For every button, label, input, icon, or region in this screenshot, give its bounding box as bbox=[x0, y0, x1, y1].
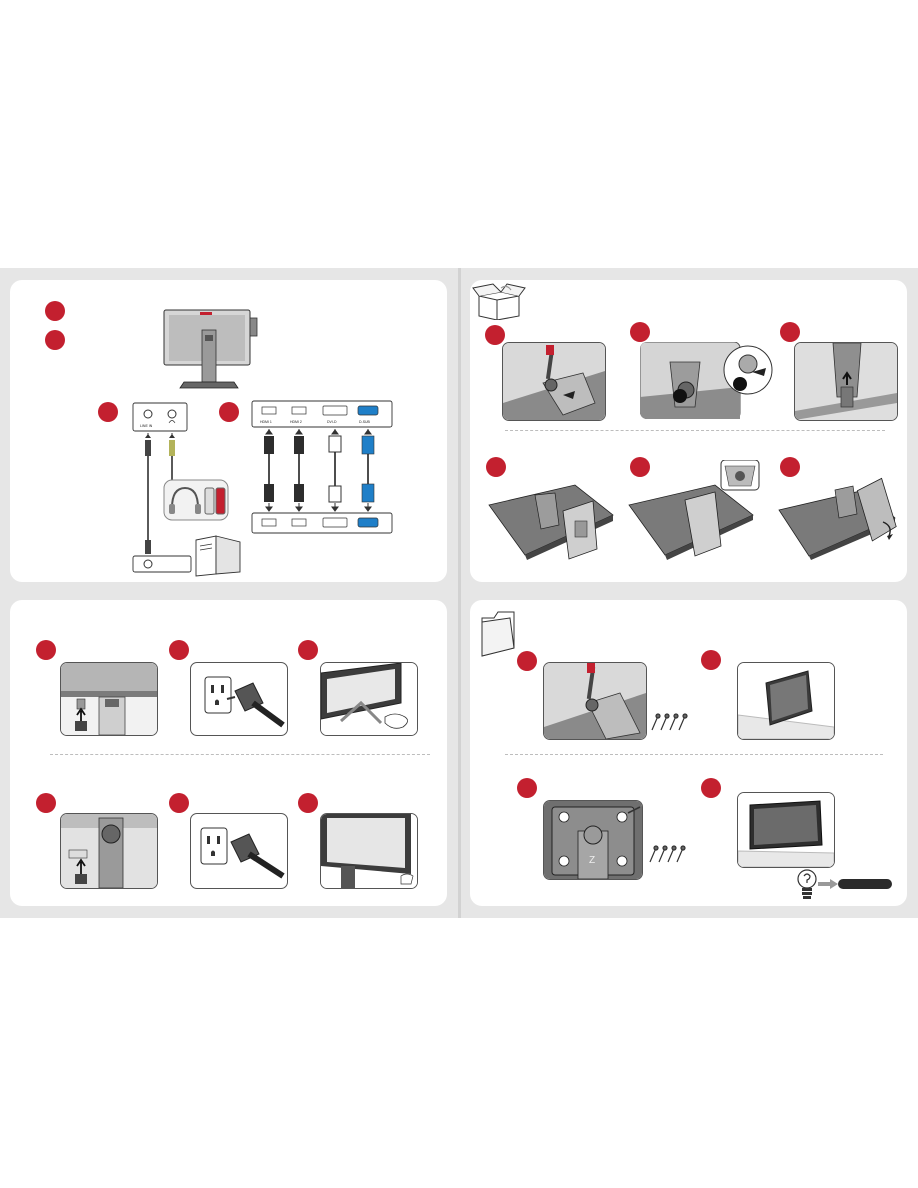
mount-step-4-illustration bbox=[737, 792, 835, 868]
power-step-5-illustration bbox=[190, 813, 288, 889]
power-step-1-illustration bbox=[60, 662, 158, 736]
power-steps-divider bbox=[50, 754, 430, 755]
stand-step-5-illustration bbox=[625, 460, 765, 560]
mount-steps-divider bbox=[505, 754, 883, 755]
help-reference-bar bbox=[838, 879, 892, 889]
panel-connections: LINE IN bbox=[10, 280, 447, 582]
power-step-1-marker bbox=[36, 640, 56, 660]
video-port-dvi: DVI-D bbox=[327, 420, 337, 424]
page-fold bbox=[458, 268, 461, 918]
video-port-hdmi1: HDMI 1 bbox=[260, 420, 272, 424]
stand-step-4-illustration bbox=[485, 475, 615, 560]
power-plug-icon bbox=[227, 683, 283, 725]
svg-text:Z: Z bbox=[589, 855, 595, 866]
mount-step-1-illustration bbox=[543, 662, 647, 740]
stand-step-6-illustration bbox=[775, 470, 905, 560]
mount-screws-1 bbox=[648, 712, 690, 732]
mount-step-3-marker bbox=[517, 778, 537, 798]
lightbulb-icon bbox=[796, 868, 818, 902]
audio-port-line-in: LINE IN bbox=[140, 424, 153, 428]
power-step-5-marker bbox=[169, 793, 189, 813]
mount-step-2-marker bbox=[701, 650, 721, 670]
step-marker-audio bbox=[98, 402, 118, 422]
mount-step-1-marker bbox=[517, 651, 537, 671]
power-step-3-marker bbox=[298, 640, 318, 660]
folder-icon bbox=[480, 608, 518, 658]
video-port-hdmi2: HDMI 2 bbox=[290, 420, 302, 424]
power-step-6-illustration bbox=[320, 813, 418, 889]
box-icon bbox=[471, 282, 527, 320]
power-step-6-marker bbox=[298, 793, 318, 813]
stand-step-2-marker bbox=[630, 322, 650, 342]
video-connection-diagram: HDMI 1 HDMI 2 DVI-D D-SUB bbox=[250, 398, 396, 548]
power-step-2-marker bbox=[169, 640, 189, 660]
stand-step-4-marker bbox=[486, 457, 506, 477]
power-step-3-illustration bbox=[320, 662, 418, 736]
power-step-2-illustration bbox=[190, 662, 288, 736]
video-port-dsub: D-SUB bbox=[359, 420, 371, 424]
monitor-rear-illustration bbox=[162, 308, 264, 390]
panel-wall-mount bbox=[470, 600, 907, 906]
step-marker-2 bbox=[45, 330, 65, 350]
stand-step-3-illustration bbox=[794, 342, 898, 421]
stand-step-3-marker bbox=[780, 322, 800, 342]
power-step-4-illustration bbox=[60, 813, 158, 889]
stand-step-1-illustration bbox=[502, 342, 606, 421]
stand-step-2-illustration bbox=[640, 342, 775, 419]
power-step-4-marker bbox=[36, 793, 56, 813]
mount-screws-2 bbox=[646, 844, 688, 864]
mount-step-3-illustration: Z bbox=[543, 800, 643, 880]
mount-step-2-illustration bbox=[737, 662, 835, 740]
mount-step-4-marker bbox=[701, 778, 721, 798]
headphones-speakers-illustration bbox=[164, 480, 228, 520]
arrow-right-icon bbox=[818, 879, 838, 889]
stand-step-1-marker bbox=[485, 325, 505, 345]
computer-icon bbox=[192, 532, 244, 578]
step-marker-1 bbox=[45, 301, 65, 321]
stand-steps-divider bbox=[505, 430, 885, 431]
